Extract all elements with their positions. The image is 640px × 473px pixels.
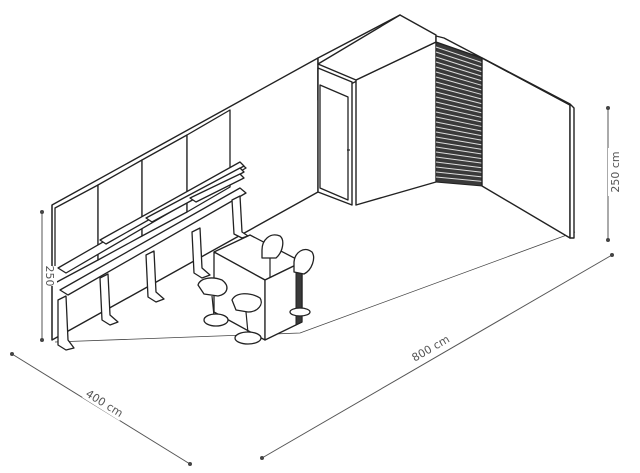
slat bbox=[435, 166, 483, 173]
label-height-right: 250 cm bbox=[608, 148, 622, 196]
slat bbox=[435, 126, 483, 137]
slat bbox=[435, 176, 483, 182]
slat bbox=[435, 151, 483, 160]
right-wall-top bbox=[435, 35, 575, 239]
slat bbox=[435, 81, 483, 96]
slat bbox=[435, 51, 483, 68]
door bbox=[319, 84, 349, 201]
slat bbox=[435, 71, 483, 86]
slat bbox=[435, 56, 483, 73]
stools bbox=[197, 234, 315, 345]
svg-text:400 cm: 400 cm bbox=[83, 387, 125, 420]
slat bbox=[435, 116, 483, 128]
slat bbox=[435, 46, 483, 64]
slat bbox=[435, 96, 483, 109]
storage-top bbox=[317, 14, 437, 81]
right-back-wall bbox=[481, 57, 571, 239]
slat bbox=[435, 86, 483, 100]
slat bbox=[435, 111, 483, 123]
slat bbox=[435, 106, 483, 118]
length-line bbox=[261, 254, 613, 459]
slat bbox=[435, 61, 483, 77]
slat bbox=[435, 121, 483, 132]
label-height-left: 250 bbox=[43, 266, 57, 287]
slat bbox=[435, 76, 483, 91]
slat bbox=[435, 136, 483, 146]
slat bbox=[435, 146, 483, 155]
slat bbox=[435, 131, 483, 141]
slat-lines bbox=[435, 46, 483, 182]
slat bbox=[435, 141, 483, 150]
floor-edge bbox=[54, 231, 576, 343]
slat bbox=[435, 66, 483, 82]
slat bbox=[435, 91, 483, 105]
slat bbox=[435, 171, 483, 178]
slat bbox=[435, 156, 483, 164]
shelves bbox=[57, 161, 247, 296]
svg-text:250 cm: 250 cm bbox=[609, 151, 622, 192]
slat bbox=[435, 161, 483, 169]
slat bbox=[435, 101, 483, 114]
shelf-brackets bbox=[57, 195, 249, 351]
svg-text:250: 250 bbox=[43, 266, 56, 287]
label-depth: 400 cm bbox=[82, 385, 127, 421]
